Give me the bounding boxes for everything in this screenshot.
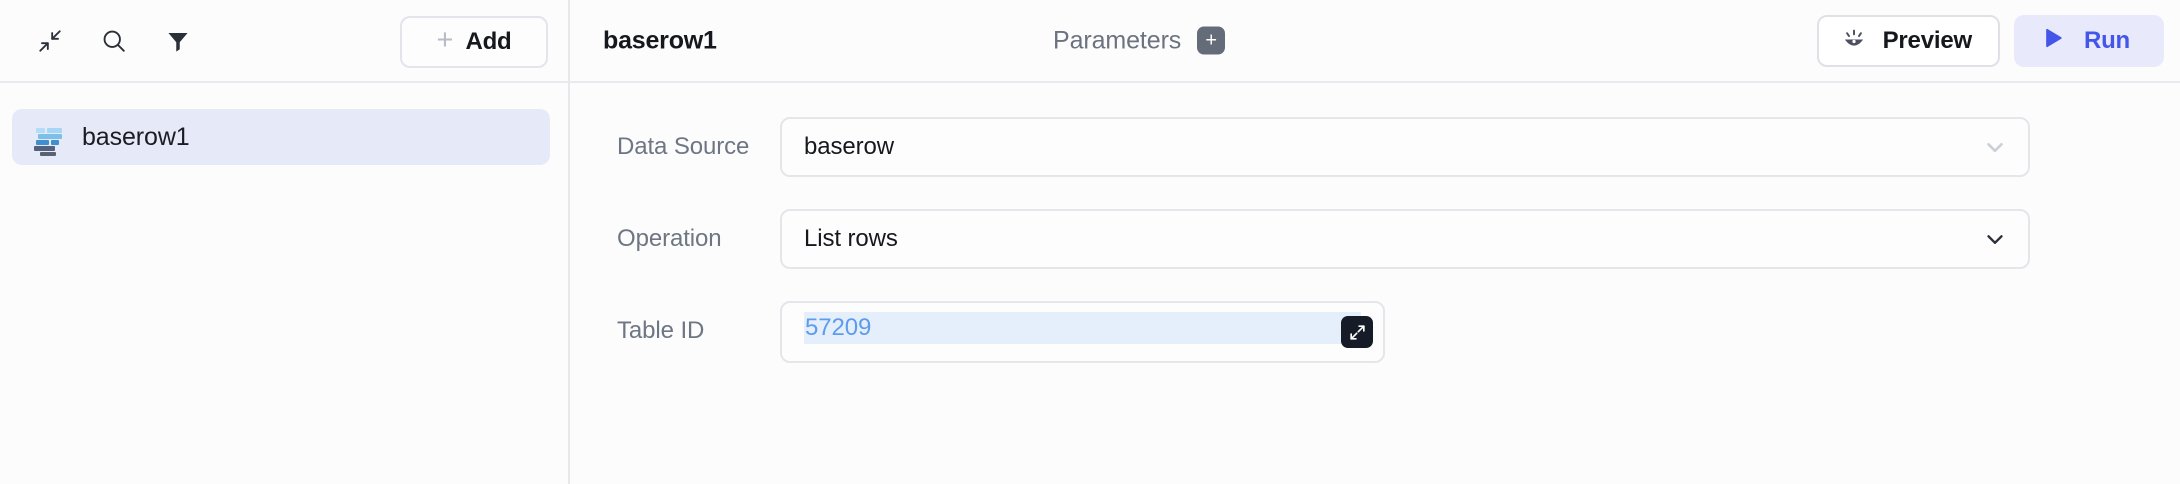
data-source-value: baserow: [804, 133, 895, 160]
filter-funnel-icon[interactable]: [156, 19, 200, 63]
main-header: baserow1 Parameters +: [570, 0, 2180, 83]
sidebar-list: baserow1: [0, 83, 568, 165]
operation-label: Operation: [617, 225, 722, 252]
plus-icon: +: [436, 24, 454, 56]
form-row-data-source: Data Source baserow: [570, 117, 2180, 209]
main-panel: baserow1 Parameters +: [570, 0, 2180, 484]
run-button[interactable]: Run: [2013, 14, 2164, 67]
preview-button[interactable]: Preview: [1816, 14, 2000, 67]
table-id-input[interactable]: 57209: [780, 301, 1385, 363]
run-button-label: Run: [2083, 26, 2130, 54]
form-row-table-id: Table ID 57209: [570, 301, 2180, 393]
table-id-label: Table ID: [617, 317, 705, 344]
parameters-label: Parameters: [1053, 26, 1182, 54]
sidebar-panel: + Add baserow1: [0, 0, 570, 484]
collapse-arrows-icon[interactable]: [28, 19, 72, 63]
table-id-value: 57209: [804, 312, 1361, 344]
search-icon[interactable]: [92, 19, 136, 63]
form-row-operation: Operation List rows: [570, 209, 2180, 301]
data-source-select[interactable]: baserow: [780, 117, 2030, 177]
parameters-group: Parameters +: [1053, 26, 1226, 55]
play-icon: [2040, 25, 2066, 56]
eye-icon: [1841, 25, 1867, 56]
data-source-label: Data Source: [617, 133, 750, 160]
sidebar-toolbar: + Add: [0, 0, 568, 83]
header-actions: Preview Run: [1816, 14, 2164, 67]
add-parameter-button[interactable]: +: [1197, 26, 1226, 55]
parameters-form: Data Source baserow Operation List rows: [570, 83, 2180, 393]
operation-value: List rows: [804, 225, 898, 252]
preview-button-label: Preview: [1882, 26, 1973, 54]
operation-select[interactable]: List rows: [780, 209, 2030, 269]
chevron-down-icon[interactable]: [1982, 134, 2008, 160]
sidebar-item-label: baserow1: [82, 122, 190, 151]
add-button-label: Add: [465, 28, 512, 55]
sidebar-item-baserow1[interactable]: baserow1: [12, 109, 550, 165]
expand-diagonal-icon[interactable]: [1341, 316, 1373, 348]
page-title: baserow1: [603, 26, 717, 54]
add-button[interactable]: + Add: [400, 16, 548, 68]
baserow-logo-icon: [34, 123, 62, 156]
chevron-down-icon[interactable]: [1982, 226, 2008, 252]
